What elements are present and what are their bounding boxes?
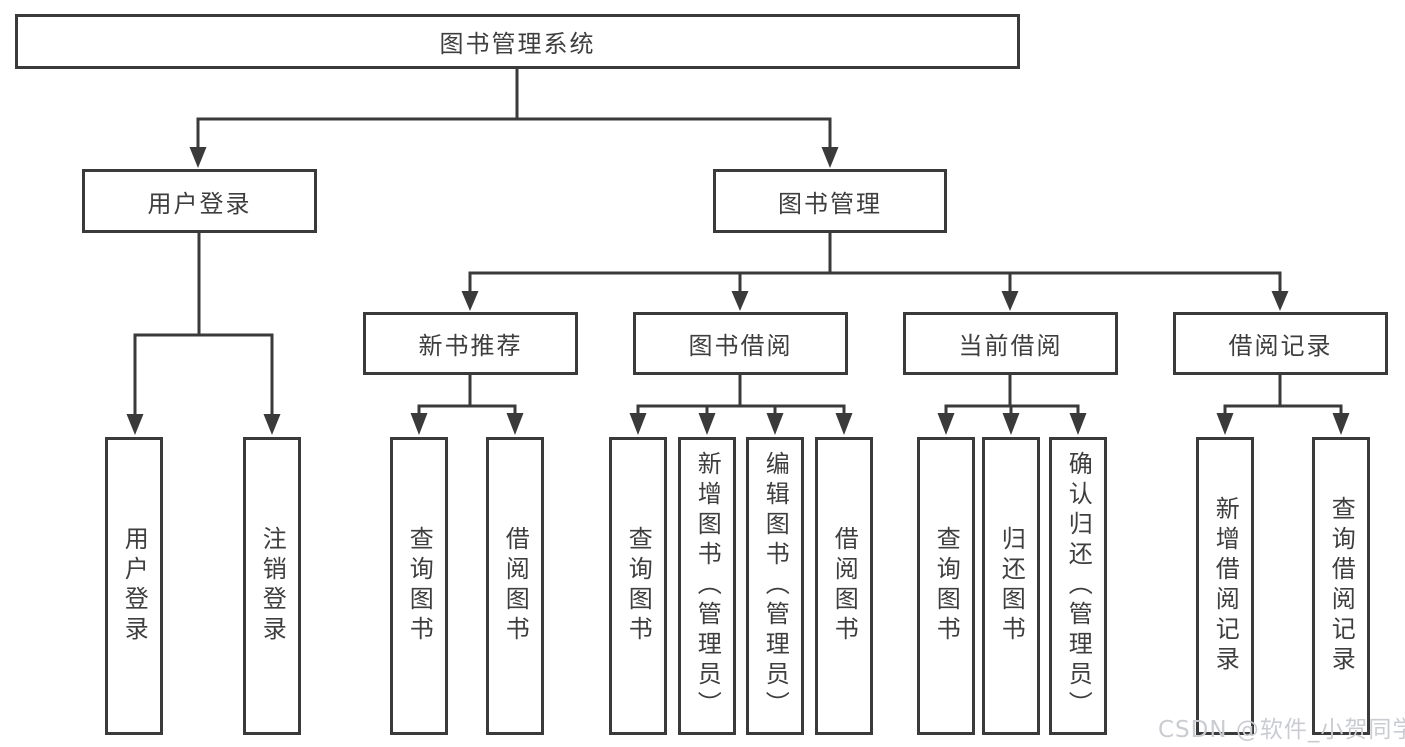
leaf-edit-book-admin: 编辑图书（管理员） <box>746 437 804 735</box>
node-current-borrow: 当前借阅 <box>903 312 1118 375</box>
leaf-query-borrow-record: 查询借阅记录 <box>1312 437 1370 735</box>
leaf-query-books-borrow: 查询图书 <box>609 437 667 735</box>
leaf-confirm-return-admin: 确认归还（管理员） <box>1049 437 1107 735</box>
leaf-borrow-books: 借阅图书 <box>815 437 873 735</box>
connector-user-login-to-leaves <box>126 232 281 435</box>
node-borrow-records: 借阅记录 <box>1173 312 1388 375</box>
connector-book-management-to-level3 <box>461 232 1289 311</box>
connector-book-borrow <box>629 374 853 435</box>
leaf-return-book: 归还图书 <box>982 437 1040 735</box>
node-root: 图书管理系统 <box>15 14 1020 69</box>
connector-current-borrow <box>937 374 1087 435</box>
connector-root-to-level2 <box>189 67 839 168</box>
leaf-user-login: 用户登录 <box>105 437 163 735</box>
leaf-add-book-admin: 新增图书（管理员） <box>678 437 736 735</box>
leaf-borrow-books-recommend: 借阅图书 <box>486 437 544 735</box>
node-new-book-recommend: 新书推荐 <box>363 312 578 375</box>
leaf-query-books-recommend: 查询图书 <box>390 437 448 735</box>
leaf-add-borrow-record: 新增借阅记录 <box>1196 437 1254 735</box>
connector-new-book-recommend <box>410 374 524 435</box>
csdn-watermark: CSDN @软件_小贺同学 <box>1158 717 1405 743</box>
connector-borrow-records <box>1216 374 1350 435</box>
leaf-query-books-current: 查询图书 <box>917 437 975 735</box>
node-user-login: 用户登录 <box>82 169 317 233</box>
node-book-management: 图书管理 <box>713 169 947 233</box>
node-book-borrow: 图书借阅 <box>633 312 848 375</box>
leaf-logout: 注销登录 <box>243 437 301 735</box>
